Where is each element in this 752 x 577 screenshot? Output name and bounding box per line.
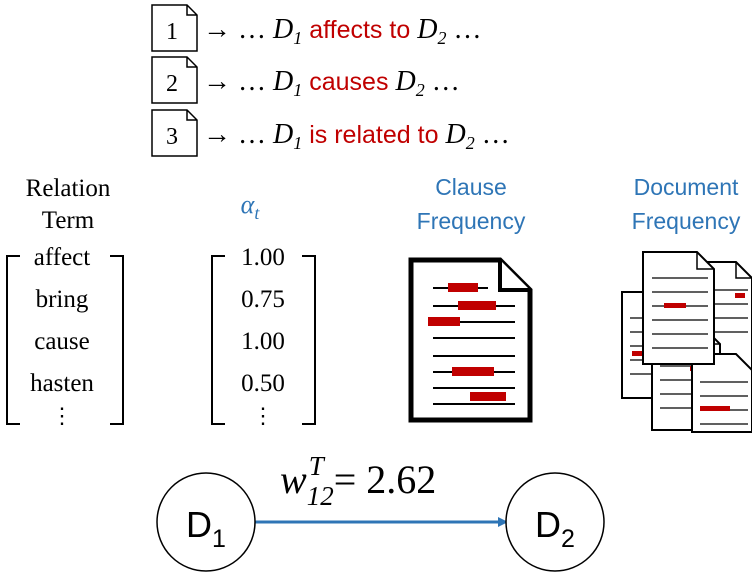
alpha-ellipsis: ⋮ [252, 403, 274, 428]
graph-node-label: D2 [535, 504, 575, 553]
alpha-value: 1.00 [241, 328, 285, 355]
document-sentence: → … D1 affects to D2 … [203, 14, 481, 51]
alpha-header: αt [241, 190, 261, 223]
document-sentence: → … D1 causes D2 … [203, 66, 460, 103]
clause-frequency-label: Clause [435, 174, 507, 200]
left-bracket [6, 255, 20, 425]
alpha-value: 1.00 [241, 244, 285, 271]
graph-node-d1: D1 [156, 472, 256, 572]
document-icon [151, 109, 198, 157]
right-bracket [110, 255, 124, 425]
document-icon [151, 56, 198, 104]
document-number: 2 [166, 71, 178, 97]
document-row-1: 1 → … D1 affects to D2 … [151, 4, 481, 52]
stacked-documents-icon [621, 251, 752, 433]
relation-term-header: Term [42, 207, 95, 234]
alpha-value: 0.75 [241, 286, 285, 313]
alpha-column: αt 1.00 0.75 1.00 0.50 ⋮ [211, 190, 316, 428]
clause-frequency-label: Frequency [417, 208, 526, 234]
relation-term-column: Relation Term affect bring cause hasten … [6, 175, 124, 428]
document-frequency-label: Frequency [632, 208, 741, 234]
right-bracket [302, 255, 316, 425]
document-number: 3 [166, 124, 178, 150]
document-frequency: Document Frequency [621, 174, 752, 433]
document-frequency-label: Document [634, 174, 739, 200]
left-bracket [211, 255, 225, 425]
alpha-value: 0.50 [241, 370, 285, 397]
relation-term-item: bring [36, 286, 89, 313]
document-row-3: 3 → … D1 is related to D2 … [151, 109, 510, 157]
document-icon [151, 4, 198, 52]
clause-document-icon [408, 257, 533, 423]
document-row-2: 2 → … D1 causes D2 … [151, 56, 460, 104]
relation-term-header: Relation [26, 175, 111, 202]
relation-term-item: hasten [30, 370, 94, 397]
relation-term-item: affect [34, 244, 90, 271]
clause-frequency: Clause Frequency [408, 174, 533, 423]
document-number: 1 [166, 19, 178, 45]
document-sentence: → … D1 is related to D2 … [203, 119, 510, 156]
relation-term-item: cause [34, 328, 90, 355]
relation-term-ellipsis: ⋮ [51, 403, 73, 428]
graph-node-label: D1 [186, 504, 226, 553]
graph-node-d2: D2 [505, 472, 605, 572]
